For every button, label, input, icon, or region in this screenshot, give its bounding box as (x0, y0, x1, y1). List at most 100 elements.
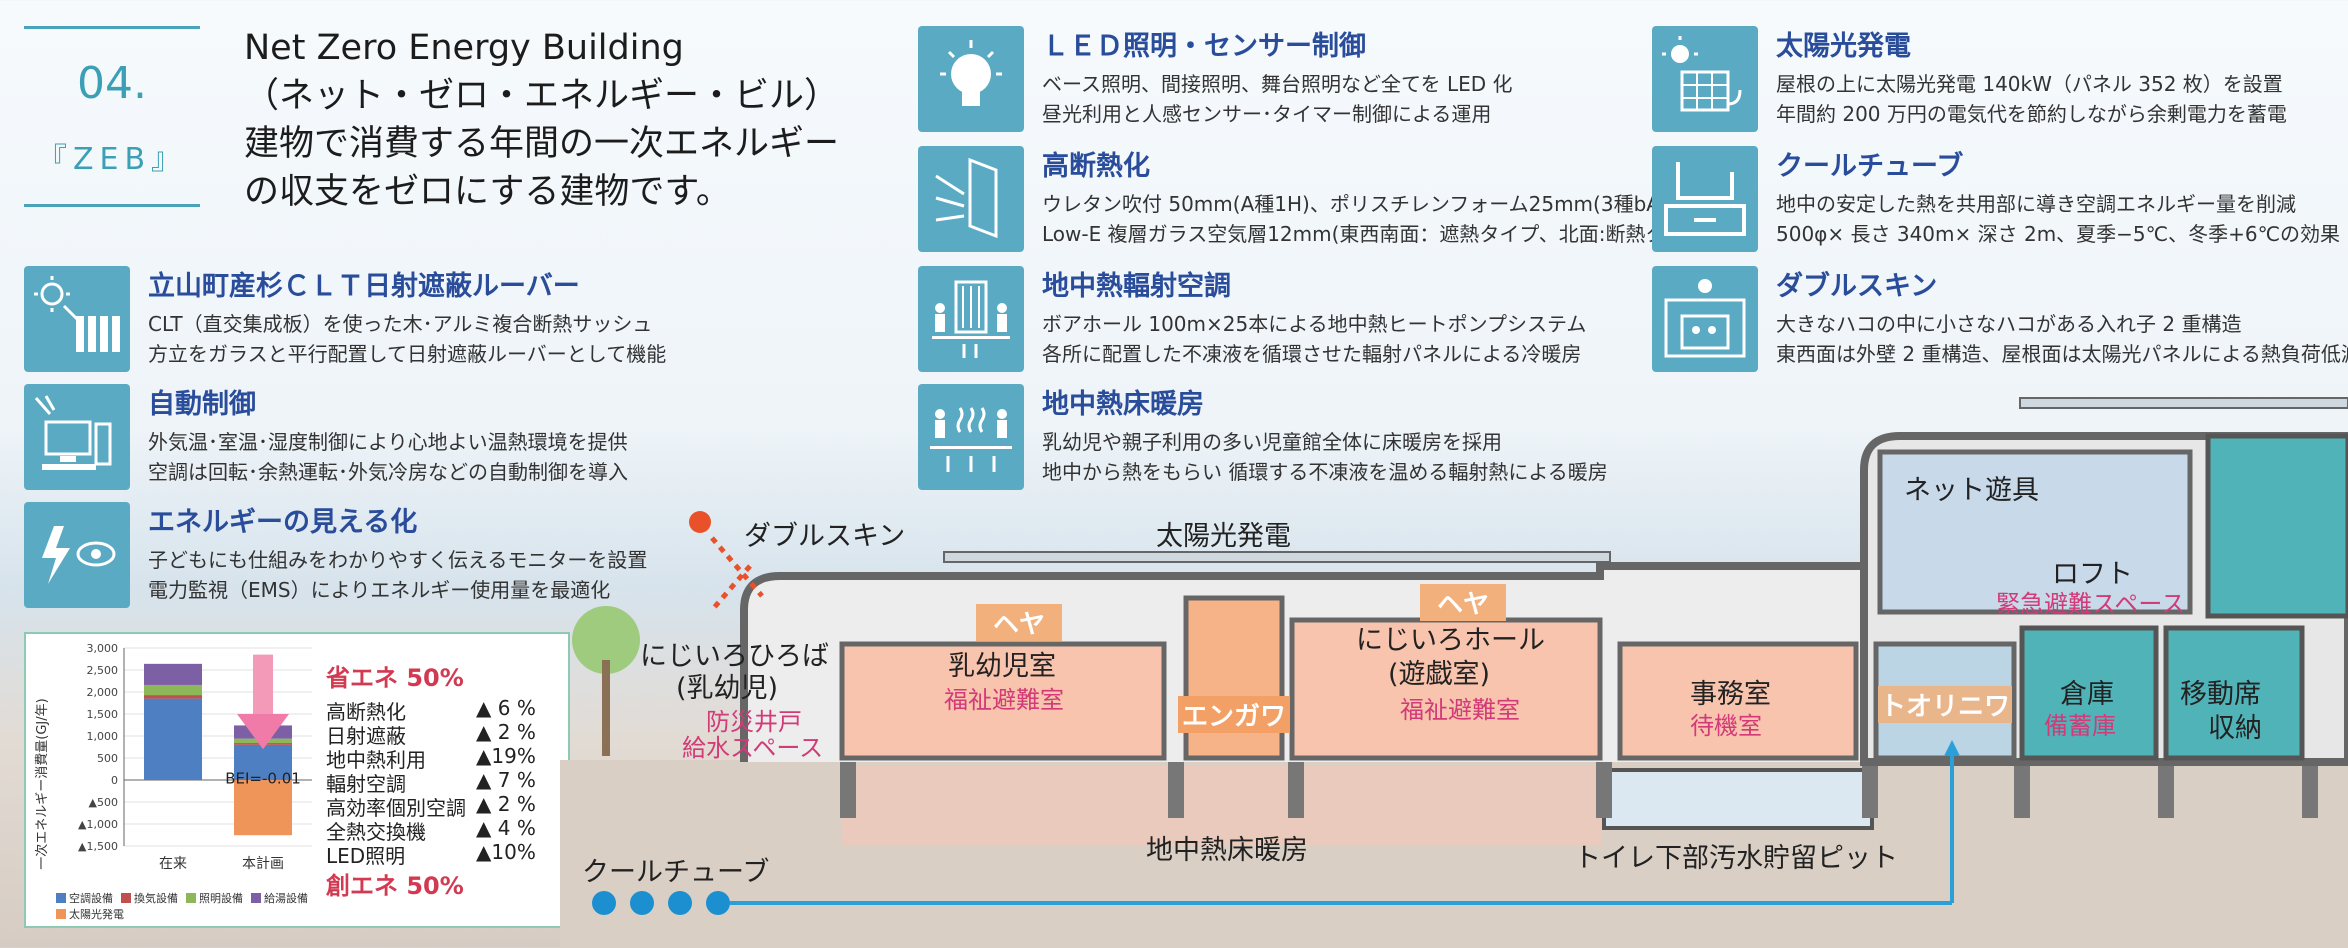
insulation-icon (918, 146, 1024, 252)
feature-line1: 外気温･室温･湿度制御により心地よい温熱環境を提供 (148, 430, 628, 454)
feature-line1: ベース照明、間接照明、舞台照明など全てを LED 化 (1042, 72, 1513, 96)
feature-line1: ウレタン吹付 50mm(A種1H)、ポリスチレンフォーム25mm(3種bA) (1042, 192, 1668, 216)
y-tick-label: ▲500 (89, 796, 118, 809)
floor-heat-zone (842, 766, 1602, 846)
x-tick-label: 本計画 (242, 856, 284, 872)
label-office: 事務室 (1690, 679, 1771, 710)
feature-line2: 方立をガラスと平行配置して日射遮蔽ルーバーとして機能 (148, 342, 667, 366)
legend-label: 照明設備 (199, 892, 243, 905)
saving-value: ▲10% (476, 840, 536, 864)
feature-line2: 年間約 200 万円の電気代を節約しながら余剰電力を蓄電 (1776, 102, 2287, 126)
tree-trunk (602, 660, 610, 756)
double-skin-icon (1652, 266, 1758, 372)
saving-item: 地中熱利用 (326, 748, 426, 772)
saving-row: LED照明▲10% (326, 840, 550, 869)
feature-line2: 昼光利用と人感センサー･タイマー制御による運用 (1042, 102, 1492, 126)
label-plaza-note2: 給水スペース (682, 734, 824, 762)
legend-item: 換気設備 (121, 890, 178, 906)
feature-title: 高断熱化 (1042, 151, 1150, 182)
y-tick-label: ▲1,000 (78, 818, 118, 831)
feature-line2: 地中から熱をもらい 循環する不凍液を温める輻射熱による暖房 (1042, 460, 1608, 484)
sun-ray-reflect (710, 564, 752, 612)
legend-swatch (56, 909, 66, 919)
section-number: 04. (77, 58, 147, 109)
sun-ray (710, 536, 764, 598)
feature-line2: 空調は回転･余熱運転･外気冷房などの自動制御を導入 (148, 460, 628, 484)
label-loft-sub: 緊急避難スペース (1996, 590, 2186, 618)
office-box (1617, 641, 1859, 761)
title-en: Net Zero Energy Building (244, 28, 684, 68)
legend-swatch (121, 893, 131, 903)
y-tick-label: 1,500 (87, 708, 119, 721)
roof-solar-panels-right (2019, 397, 2348, 409)
feature-louver: 立山町産杉ＣＬＴ日射遮蔽ルーバー CLT（直交集成板）を使った木･アルミ複合断熱… (24, 266, 724, 376)
feature-title: 太陽光発電 (1776, 31, 1911, 62)
label-plaza-sub: (乳幼児) (676, 673, 779, 704)
feature-line1: CLT（直交集成板）を使った木･アルミ複合断熱サッシュ (148, 312, 653, 336)
saving-value: ▲ 2 % (476, 792, 536, 816)
label-solar: 太陽光発電 (1156, 521, 1291, 552)
label-pit: トイレ下部汚水貯留ピット (1574, 843, 1898, 874)
feature-line2: 500φ× 長さ 340m× 深さ 2m、夏季−5℃、冬季+6℃の効果 (1776, 222, 2341, 246)
label-double-skin: ダブルスキン (744, 521, 906, 552)
saving-value: ▲ 6 % (476, 696, 536, 720)
legend-label: 換気設備 (134, 892, 178, 905)
y-tick-label: 2,000 (87, 686, 119, 699)
legend-item: 給湯設備 (251, 890, 308, 906)
legend-swatch (186, 893, 196, 903)
title-line2: （ネット・ゼロ・エネルギー・ビル） (244, 76, 840, 116)
clt-louver-icon (24, 266, 130, 372)
saving-value: ▲19% (476, 744, 536, 768)
y-tick-label: 3,000 (87, 642, 119, 655)
bei-annotation: BEI=-0.01 (225, 770, 301, 788)
label-floor-heat: 地中熱床暖房 (1146, 835, 1308, 866)
label-plaza: にじいろひろば (640, 641, 829, 672)
computer-control-icon (24, 384, 130, 490)
infant-room-box (839, 641, 1167, 761)
cool-tube-arrow (1944, 740, 1960, 756)
feature-geo-radiant: 地中熱輻射空調 ボアホール 100m×25本による地中熱ヒートポンプシステム 各… (918, 266, 1618, 376)
feature-title: ダブルスキン (1776, 271, 1938, 302)
y-tick-label: 0 (111, 774, 118, 787)
legend-item: 照明設備 (186, 890, 243, 906)
bar-segment (144, 684, 202, 696)
label-hall-note: 福祉避難室 (1400, 696, 1520, 724)
legend-label: 給湯設備 (264, 892, 308, 905)
legend-swatch (251, 893, 261, 903)
bar-segment (144, 695, 202, 699)
label-infant-room: 乳幼児室 (948, 651, 1056, 682)
saving-item: 日射遮蔽 (326, 724, 406, 748)
saving-row: 日射遮蔽 ▲ 2 % (326, 720, 550, 749)
legend-label: 空調設備 (69, 892, 113, 905)
saving-row: 高断熱化 ▲ 6 % (326, 696, 550, 725)
label-mobile: 移動席 (2180, 679, 2261, 710)
upper-room-box (2205, 433, 2348, 619)
feature-title: 自動制御 (148, 389, 256, 420)
mobile-seat-box (2163, 625, 2305, 761)
engawa-box (1183, 595, 1285, 761)
feature-double-skin: ダブルスキン 大きなハコの中に小さなハコがある入れ子 2 重構造 東西面は外壁 … (1652, 266, 2348, 376)
bar-segment (144, 663, 202, 685)
bar-segment (234, 780, 292, 836)
feature-line2: 東西面は外壁 2 重構造、屋根面は太陽光パネルによる熱負荷低減 (1776, 342, 2348, 366)
legend-label: 太陽光発電 (69, 908, 124, 921)
saving-value: ▲ 2 % (476, 720, 536, 744)
footings (840, 762, 2318, 818)
feature-geo-floor: 地中熱床暖房 乳幼児や親子利用の多い児童館全体に床暖房を採用 地中から熱をもらい… (918, 384, 1618, 494)
y-tick-label: 1,000 (87, 730, 119, 743)
legend-swatch (56, 893, 66, 903)
cool-tube-pipes (592, 891, 730, 915)
label-plaza-note1: 防災井戸 (706, 708, 802, 736)
y-tick-label: 2,500 (87, 664, 119, 677)
save-title: 省エネ 50% (326, 664, 464, 692)
feature-line1: 地中の安定した熱を共用部に導き空調エネルギー量を削減 (1776, 192, 2296, 216)
label-storage: 倉庫 (2060, 679, 2114, 710)
saving-item: 高断熱化 (326, 700, 406, 724)
sun-icon (689, 511, 711, 533)
feature-title: 立山町産杉ＣＬＴ日射遮蔽ルーバー (148, 271, 580, 302)
title-line4: の収支をゼロにする建物です。 (244, 172, 731, 212)
saving-value: ▲ 7 % (476, 768, 536, 792)
label-hall-sub: (遊戯室) (1388, 659, 1491, 690)
saving-item: 全熱交換機 (326, 820, 426, 844)
